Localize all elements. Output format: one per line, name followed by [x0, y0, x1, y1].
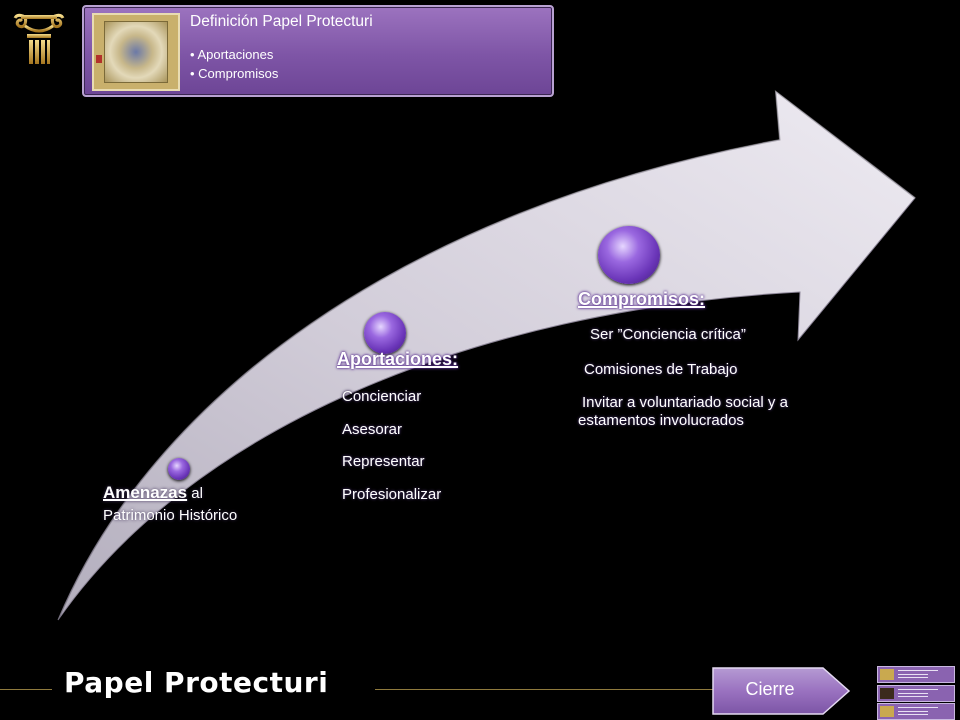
aportaciones-heading: Aportaciones:	[337, 349, 459, 369]
footer-rule-right	[375, 689, 715, 690]
compromisos-item: Invitar a voluntariado social y a estame…	[578, 394, 788, 429]
footer-rule-left	[0, 689, 52, 690]
aportaciones-item: Asesorar	[342, 421, 403, 438]
amenazas-rest: al	[187, 485, 203, 502]
cierre-button-label[interactable]: Cierre	[745, 679, 795, 699]
stage-marker-compromisos	[598, 226, 660, 284]
banner-title: Definición Papel Protecturi	[190, 13, 373, 30]
nav-thumbnail-slide-2[interactable]	[877, 685, 955, 702]
banner-list: • Aportaciones • Compromisos	[190, 45, 278, 83]
header-banner: Definición Papel Protecturi • Aportacion…	[82, 5, 554, 97]
manuscript-thumbnail	[92, 13, 180, 91]
stage-marker-aportaciones	[364, 312, 406, 354]
cierre-button[interactable]	[711, 666, 851, 716]
aportaciones-item: Profesionalizar	[342, 486, 442, 503]
banner-item-aportaciones: • Aportaciones	[190, 47, 274, 62]
amenazas-heading: Amenazas	[103, 483, 188, 502]
stage-marker-amenazas	[168, 458, 190, 480]
aportaciones-item: Concienciar	[342, 388, 422, 405]
aportaciones-item: Representar	[342, 453, 425, 470]
nav-thumbnail-slide-3[interactable]	[877, 703, 955, 720]
column-logo-icon	[13, 13, 65, 64]
compromisos-item: Ser ”Conciencia crítica”	[590, 326, 746, 343]
footer-title: Papel Protecturi	[64, 666, 329, 699]
banner-item-compromisos: • Compromisos	[190, 66, 279, 81]
compromisos-heading: Compromisos:	[578, 289, 706, 309]
amenazas-text: Amenazas al Patrimonio Histórico	[103, 482, 303, 527]
compromisos-item: Comisiones de Trabajo	[584, 361, 738, 378]
amenazas-rest-2: Patrimonio Histórico	[103, 507, 238, 524]
nav-thumbnail-slide-1[interactable]	[877, 666, 955, 683]
